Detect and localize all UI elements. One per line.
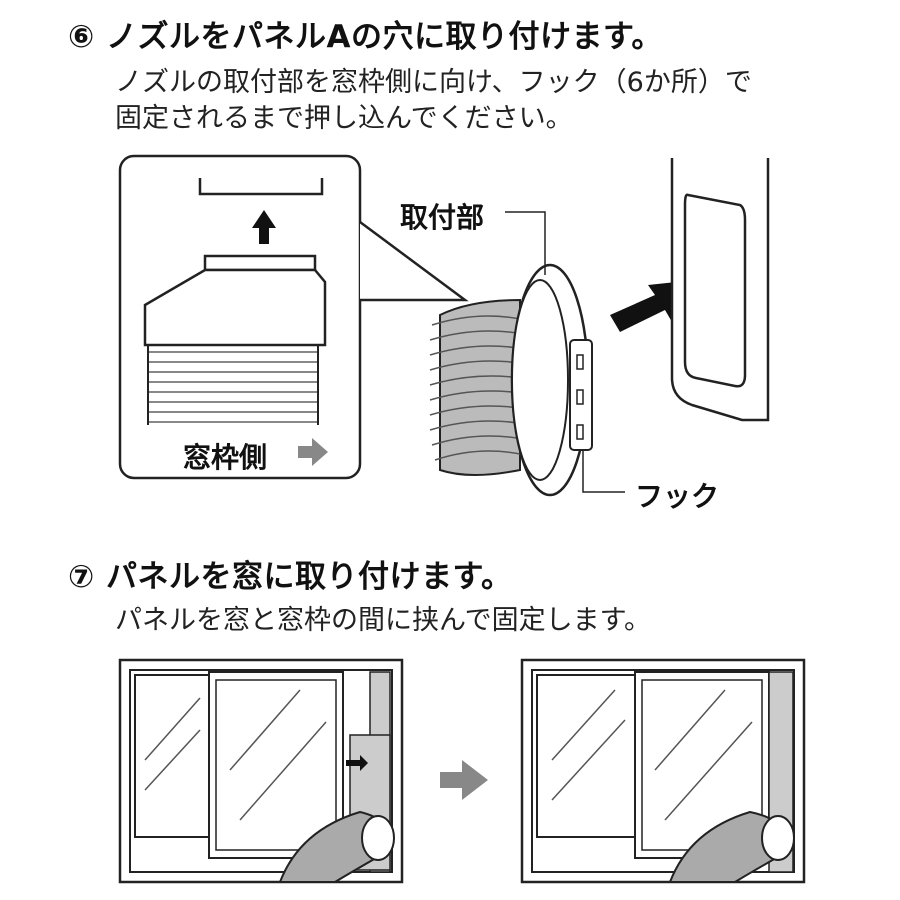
step6-body-line2: 固定されるまで押し込んでください。 — [115, 103, 573, 134]
panel-slot-icon — [198, 178, 324, 196]
window-after — [520, 658, 806, 884]
right-arrow-icon — [298, 438, 328, 466]
step6-illustration — [118, 154, 770, 497]
label-hook: フック — [635, 480, 720, 513]
nozzle-cross-section — [143, 268, 327, 347]
slide-arrow-icon — [346, 755, 368, 771]
step6-title: ⑥ ノズルをパネルAの穴に取り付けます。 — [68, 19, 663, 55]
callout-label-window-frame-side: 窓枠側 — [183, 441, 268, 474]
step7-body: パネルを窓と窓枠の間に挟んで固定します。 — [115, 605, 651, 636]
label-mount-part: 取付部 — [400, 201, 485, 234]
panel-a-drawing — [670, 158, 770, 422]
up-arrow-icon — [252, 210, 276, 244]
callout-pointer — [359, 220, 469, 302]
step-arrow-icon — [440, 760, 488, 800]
step6-body-line1: ノズルの取付部を窓枠側に向け、フック（6か所）で — [115, 67, 752, 98]
step7-title: ⑦ パネルを窓に取り付けます。 — [68, 559, 513, 595]
window-before — [118, 658, 404, 884]
hose-nozzle-drawing — [429, 263, 593, 497]
